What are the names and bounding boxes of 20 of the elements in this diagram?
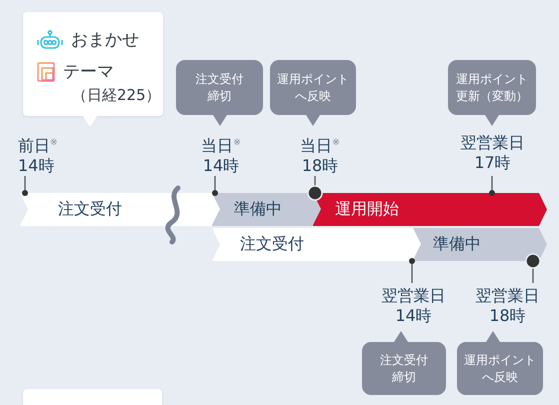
phase-band: 運用開始 [313, 193, 547, 226]
legend-text: テーマ [63, 61, 114, 83]
time-label: 翌営業日 18時 [474, 286, 540, 326]
time-label: 翌営業日 17時 [460, 133, 526, 173]
legend-text: おまかせ [71, 29, 139, 51]
legend-text: （日経225） [72, 86, 161, 105]
timeline-marker [212, 176, 218, 196]
time-label: 翌営業日 14時 [380, 286, 446, 326]
timeline-marker [489, 176, 495, 196]
timeline-marker [409, 258, 415, 283]
time-label: 前日$^{※}$ 14時 [18, 135, 58, 176]
timeline-marker [307, 176, 323, 201]
timeline-marker [525, 253, 541, 283]
phase-band: 注文受付 [20, 193, 212, 226]
phase-band: 準備中 [413, 228, 547, 261]
phase-band: 注文受付 [212, 228, 413, 261]
time-label: 当日$^{※}$ 14時 [200, 135, 242, 176]
time-label: 当日$^{※}$ 18時 [299, 135, 341, 176]
timeline-marker [22, 176, 28, 196]
phase-band: 準備中 [212, 193, 313, 226]
